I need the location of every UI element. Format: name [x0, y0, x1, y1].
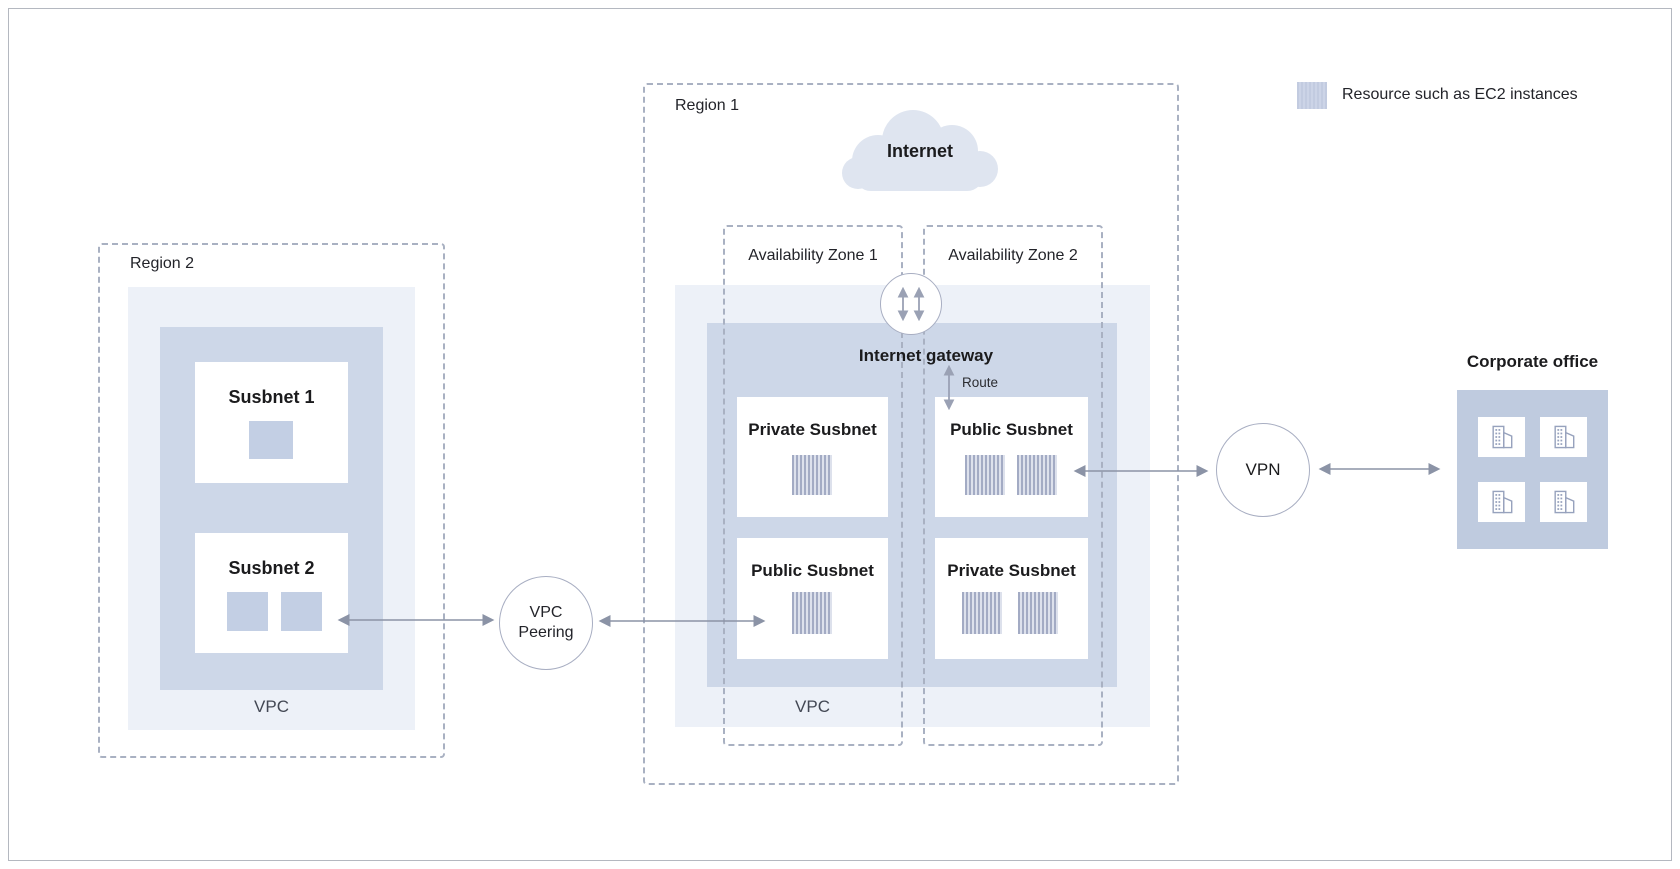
vpc-peering-label: VPC Peering — [518, 604, 574, 641]
region2-subnet2-box — [195, 533, 348, 653]
az2-public-subnet-box — [935, 397, 1088, 517]
vpn-node: VPN — [1216, 423, 1310, 517]
az2-boundary — [923, 225, 1103, 746]
corporate-office-box — [1457, 390, 1608, 549]
resource-striped — [1017, 455, 1057, 495]
region2-vpc-label: VPC — [254, 697, 289, 716]
region2-title: Region 2 — [130, 255, 195, 272]
office-building-icon — [1478, 482, 1525, 522]
region2-subnet1-label: Susbnet 1 — [228, 387, 315, 407]
office-building-icon — [1540, 417, 1587, 457]
legend-text: Resource such as EC2 instances — [1342, 86, 1578, 103]
az1-title: Availability Zone 1 — [748, 247, 878, 264]
region2-boundary — [98, 243, 445, 758]
internet-label: Internet — [886, 141, 953, 161]
region1-vpc-label: VPC — [795, 697, 830, 716]
canvas-border — [8, 8, 1672, 861]
region1-boundary — [643, 83, 1179, 785]
corporate-office-title: Corporate office — [1466, 352, 1599, 371]
az1-private-subnet-label: Private Susbnet — [748, 420, 877, 439]
resource-striped — [792, 592, 832, 634]
resource-striped — [965, 455, 1005, 495]
region2-subnet2-label: Susbnet 2 — [228, 558, 315, 578]
internet-gateway-node — [880, 273, 942, 335]
az2-title: Availability Zone 2 — [948, 247, 1078, 264]
resource-square — [227, 592, 268, 631]
vpn-label: VPN — [1245, 460, 1281, 479]
route-label: Route — [962, 375, 999, 390]
az2-private-subnet-label: Private Susbnet — [947, 561, 1076, 580]
az2-private-subnet-box — [935, 538, 1088, 659]
az1-boundary — [723, 225, 903, 746]
az2-public-subnet-label: Public Susbnet — [950, 420, 1073, 439]
office-building-icon — [1478, 417, 1525, 457]
office-building-icon — [1540, 482, 1587, 522]
az1-public-subnet-label: Public Susbnet — [751, 561, 874, 580]
resource-striped — [1018, 592, 1058, 634]
legend-resource-swatch — [1297, 82, 1327, 109]
region1-title: Region 1 — [675, 97, 740, 114]
resource-square — [249, 421, 293, 459]
internet-gateway-label: Internet gateway — [858, 346, 994, 365]
resource-striped — [962, 592, 1002, 634]
resource-striped — [792, 455, 832, 495]
resource-square — [281, 592, 322, 631]
vpc-peering-node: VPC Peering — [499, 576, 593, 670]
